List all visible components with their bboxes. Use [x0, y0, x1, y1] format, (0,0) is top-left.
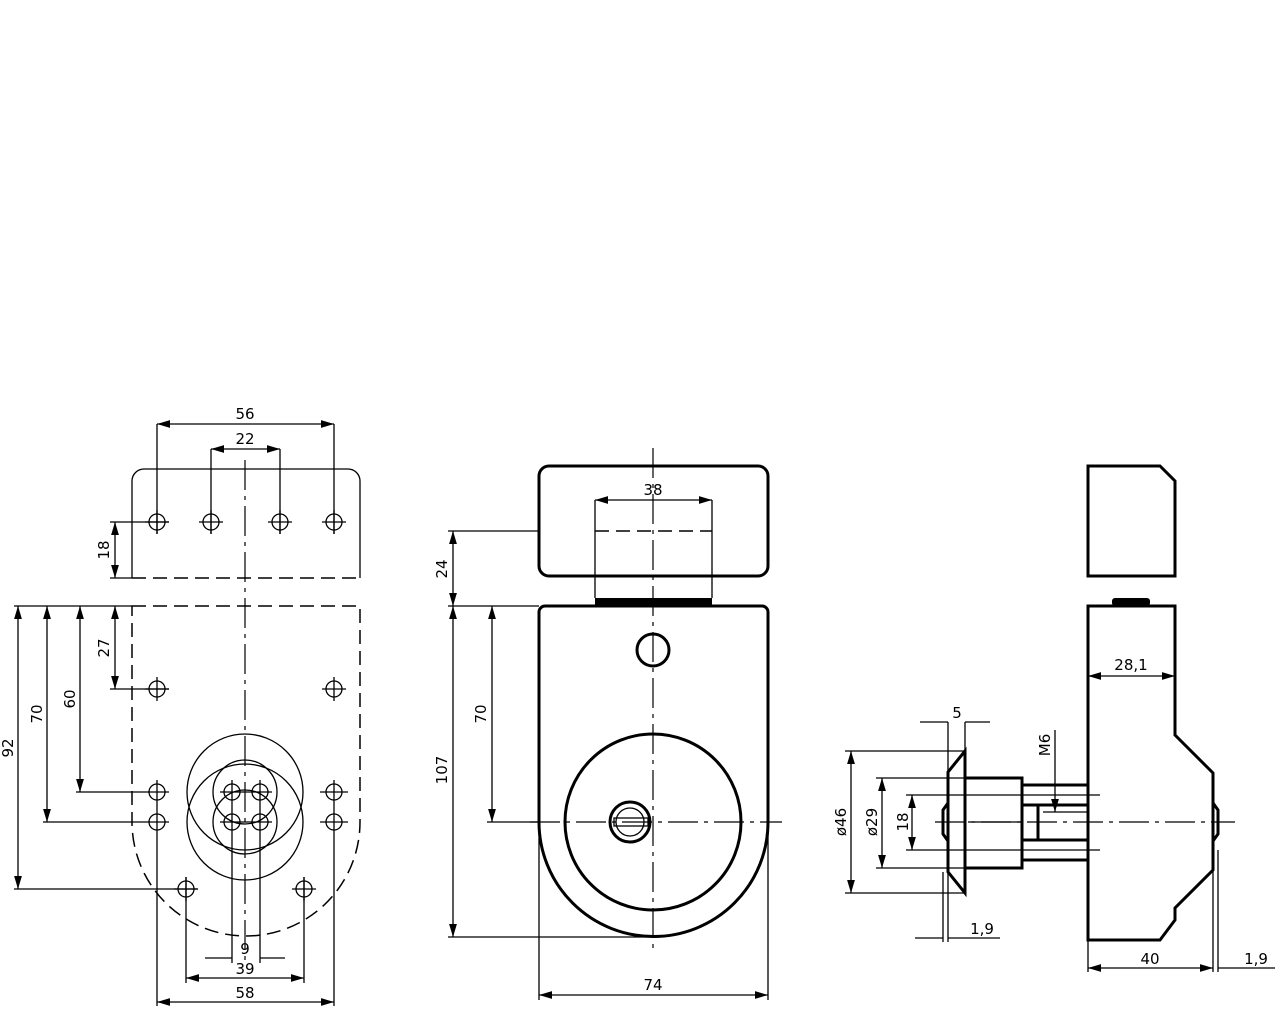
dim-70: 70 — [28, 704, 46, 723]
dim-70b: 70 — [472, 704, 490, 723]
drilling-template-view: 56 22 18 27 60 70 92 9 39 58 — [0, 405, 361, 1006]
dim-39: 39 — [235, 960, 254, 978]
dim-60: 60 — [61, 689, 79, 708]
dim-38: 38 — [643, 481, 662, 499]
dim-18: 18 — [95, 540, 113, 559]
dim-107: 107 — [433, 756, 451, 785]
dim-22: 22 — [235, 430, 254, 448]
dim-92: 92 — [0, 738, 17, 757]
dim-18b: 18 — [894, 812, 912, 831]
dim-1-9b: 1,9 — [1244, 950, 1268, 968]
dim-1-9a: 1,9 — [970, 920, 994, 938]
dim-28-1: 28,1 — [1114, 656, 1147, 674]
dim-m6: M6 — [1036, 734, 1054, 757]
dim-27: 27 — [95, 638, 113, 657]
dim-d46: ø46 — [832, 808, 850, 836]
dim-5: 5 — [952, 704, 962, 722]
dim-74: 74 — [643, 976, 662, 994]
dim-d29: ø29 — [863, 808, 881, 836]
dim-40: 40 — [1140, 950, 1159, 968]
lock-front-view: 38 24 107 70 74 — [433, 448, 782, 1000]
dim-58: 58 — [235, 984, 254, 1002]
dim-56: 56 — [235, 405, 254, 423]
dim-9: 9 — [240, 940, 250, 958]
lock-side-view: 28,1 5 M6 ø46 ø29 18 1,9 40 1,9 — [832, 464, 1275, 972]
dim-24: 24 — [433, 559, 451, 578]
